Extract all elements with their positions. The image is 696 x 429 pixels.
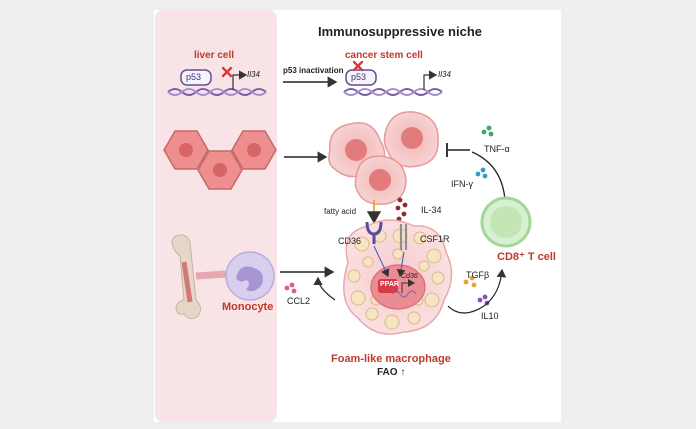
il34-label: IL-34 <box>421 205 442 215</box>
block-x-icon-liver <box>221 66 233 78</box>
liver-panel <box>155 10 277 422</box>
fao-label: FAO ↑ <box>377 367 406 378</box>
tcell-cytokine-arc <box>471 151 506 201</box>
macrophage-to-tcell-arc <box>447 268 507 314</box>
figure-title: Immunosuppressive niche <box>318 24 482 39</box>
fatty-acid-label: fatty acid <box>324 207 357 216</box>
transcription-arrow-liver <box>232 70 248 90</box>
ifn-dots <box>475 167 488 179</box>
p53-label-liver: p53 <box>186 72 202 82</box>
p53-inactivation-label: p53 inactivation <box>283 66 344 75</box>
p53-box-liver <box>180 69 212 86</box>
il34-dots <box>395 197 408 222</box>
tnf-dots <box>481 125 494 137</box>
tnf-alpha-label: TNF-α <box>484 144 510 154</box>
cd8-t-cell <box>480 196 532 248</box>
ccl2-label: CCL2 <box>287 296 311 306</box>
monocyte-label: Monocyte <box>222 301 274 313</box>
cd36-label: CD36 <box>338 236 362 246</box>
il10-label: IL10 <box>481 311 499 321</box>
cd36-gene-label: Cd36 <box>401 273 418 280</box>
ccl2-dots <box>284 282 297 294</box>
ccl2-arc <box>313 276 336 301</box>
dna-strand-cancer <box>343 88 443 96</box>
csf1r-label: CSF1R <box>420 234 450 244</box>
il10-dots <box>477 294 490 306</box>
liver-cell-label: liver cell <box>194 50 235 61</box>
tgfb-dots <box>463 275 477 288</box>
dna-strand-liver <box>167 88 267 96</box>
p53-label-cancer: p53 <box>351 72 367 82</box>
cancer-stem-cell-label: cancer stem cell <box>345 50 423 61</box>
ppar-box <box>378 279 398 293</box>
csf1r-signal-arrow <box>396 251 406 278</box>
il34-gene-label-liver: Il34 <box>247 70 260 79</box>
cancer-stem-cells <box>328 111 439 205</box>
il34-gene-label-cancer: Il34 <box>438 70 451 79</box>
ifn-gamma-label: IFN-γ <box>451 179 473 189</box>
foam-macrophage-label: Foam-like macrophage <box>331 353 451 365</box>
block-x-icon-cancer <box>352 60 364 72</box>
liver-cells <box>163 130 277 190</box>
ppar-label: PPAR <box>380 281 399 288</box>
monocyte-release-arrow <box>195 270 227 280</box>
cd8-t-cell-label: CD8⁺ T cell <box>497 251 556 263</box>
transcription-arrow-cancer <box>423 70 438 90</box>
monocyte-cell <box>225 251 275 301</box>
tgfb-label: TGFβ <box>466 270 490 280</box>
bone-icon <box>171 234 202 320</box>
cd36-receptor <box>365 221 383 244</box>
cd36-signal-arrow <box>373 245 390 277</box>
csf1r-receptor <box>399 224 408 250</box>
